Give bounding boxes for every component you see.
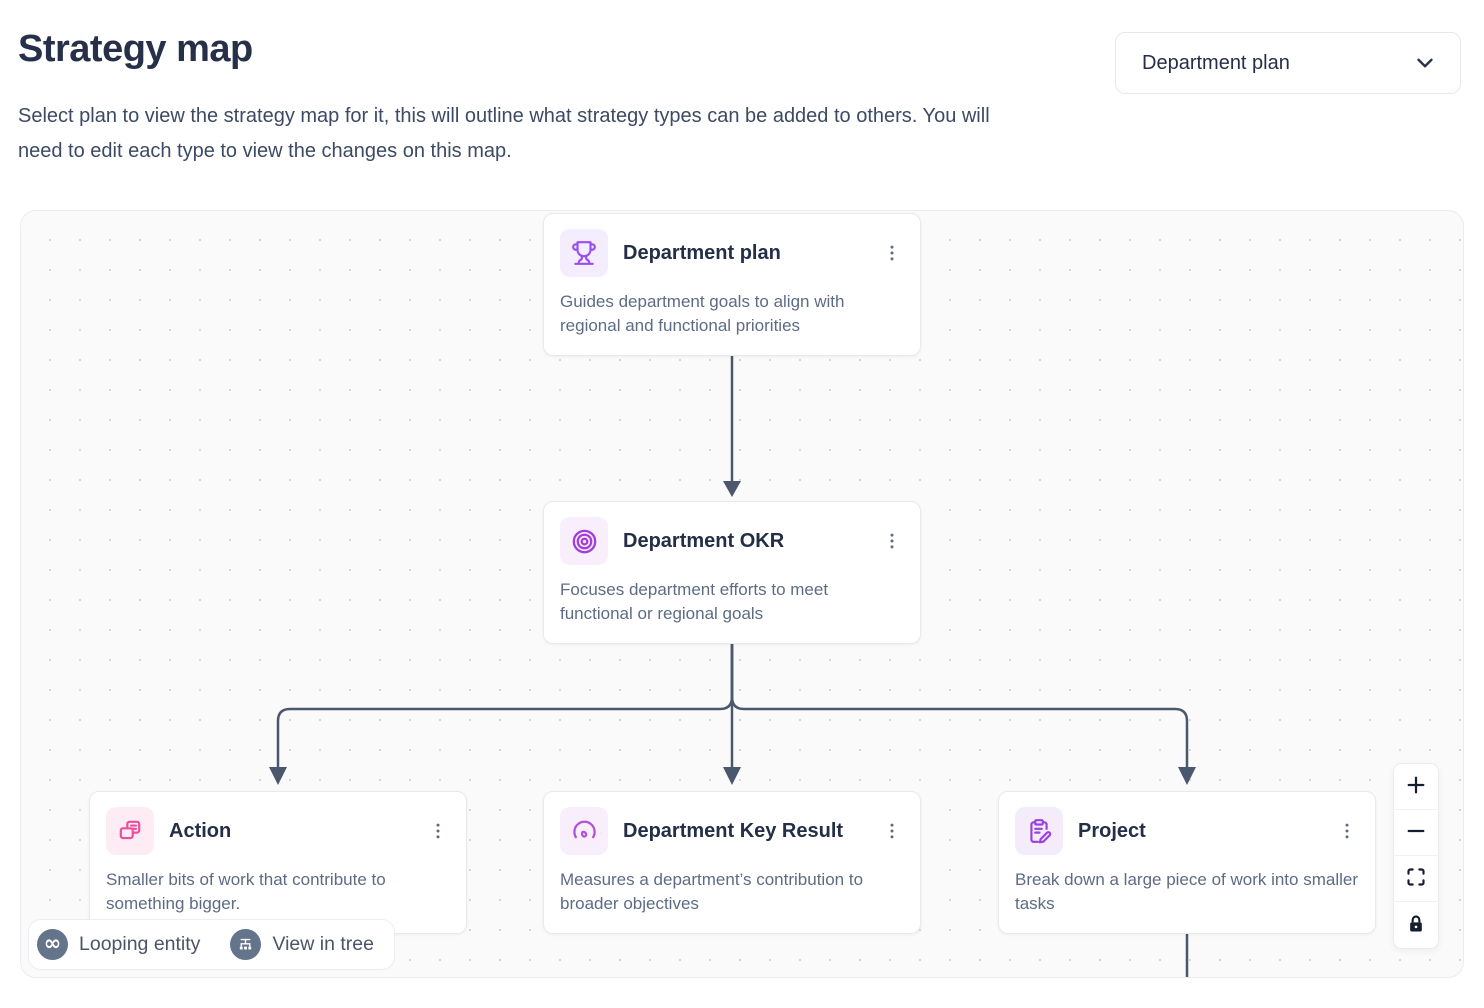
node-project[interactable]: Project Break down a large piece of work… (998, 791, 1376, 934)
plan-selector-value: Department plan (1142, 51, 1290, 74)
legend-looping-entity: ∞ Looping entity (37, 929, 200, 960)
minus-icon (1405, 820, 1427, 845)
trophy-icon (560, 229, 608, 277)
page-title: Strategy map (18, 28, 253, 70)
tree-icon (230, 929, 262, 960)
lock-icon (1406, 914, 1426, 937)
gauge-icon (560, 807, 608, 855)
zoom-in-button[interactable] (1394, 764, 1438, 810)
node-title: Department Key Result (623, 819, 844, 842)
node-description: Measures a department’s contribution to … (560, 870, 864, 913)
node-title: Department plan (623, 241, 781, 264)
plus-icon (1405, 774, 1427, 799)
node-department-key-result[interactable]: Department Key Result Measures a departm… (543, 791, 921, 934)
copy-pages-icon (106, 807, 154, 855)
node-title: Project (1078, 819, 1146, 842)
infinity-icon: ∞ (37, 929, 68, 960)
canvas-controls (1394, 764, 1438, 948)
lock-button[interactable] (1394, 902, 1438, 948)
kebab-menu-button[interactable] (880, 527, 904, 555)
node-department-okr[interactable]: Department OKR Focuses department effort… (543, 501, 921, 644)
node-description: Guides department goals to align with re… (560, 292, 845, 335)
clipboard-edit-icon (1015, 807, 1063, 855)
legend-label: View in tree (272, 933, 374, 955)
target-icon (560, 517, 608, 565)
node-description: Smaller bits of work that contribute to … (106, 870, 386, 913)
strategy-map-canvas[interactable]: Department plan Guides department goals … (20, 210, 1464, 978)
kebab-menu-button[interactable] (426, 817, 450, 845)
view-in-tree-button[interactable]: View in tree (230, 929, 374, 960)
node-title: Action (169, 819, 232, 842)
kebab-menu-button[interactable] (880, 239, 904, 267)
kebab-menu-button[interactable] (880, 817, 904, 845)
fit-view-icon (1406, 867, 1426, 890)
canvas-legend: ∞ Looping entity View in tree (29, 920, 394, 969)
node-description: Break down a large piece of work into sm… (1015, 870, 1358, 913)
legend-label: Looping entity (79, 933, 201, 955)
zoom-out-button[interactable] (1394, 810, 1438, 856)
node-title: Department OKR (623, 529, 785, 552)
fit-view-button[interactable] (1394, 856, 1438, 902)
chevron-down-icon (1412, 50, 1438, 76)
node-department-plan[interactable]: Department plan Guides department goals … (543, 213, 921, 356)
node-action[interactable]: Action Smaller bits of work that contrib… (89, 791, 467, 934)
kebab-menu-button[interactable] (1335, 817, 1359, 845)
page-subtitle: Select plan to view the strategy map for… (18, 105, 990, 162)
node-description: Focuses department efforts to meet funct… (560, 580, 829, 623)
plan-selector-dropdown[interactable]: Department plan (1115, 32, 1461, 94)
